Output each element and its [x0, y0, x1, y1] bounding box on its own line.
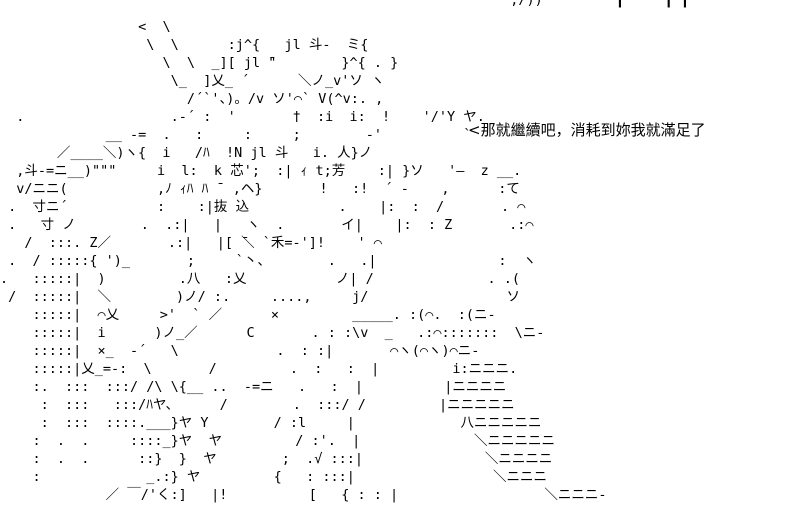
ascii-art-figure: < \ \ \ :j^{ jl 斗- ミ{ \ \ _][ jl ̄" }^{ … [0, 19, 607, 503]
top-cropped-text: ,/)) ──── ┃ ┃ ┃ [494, 0, 690, 8]
speech-line: <那就繼續吧，消耗到妳我就滿足了 [468, 121, 706, 139]
